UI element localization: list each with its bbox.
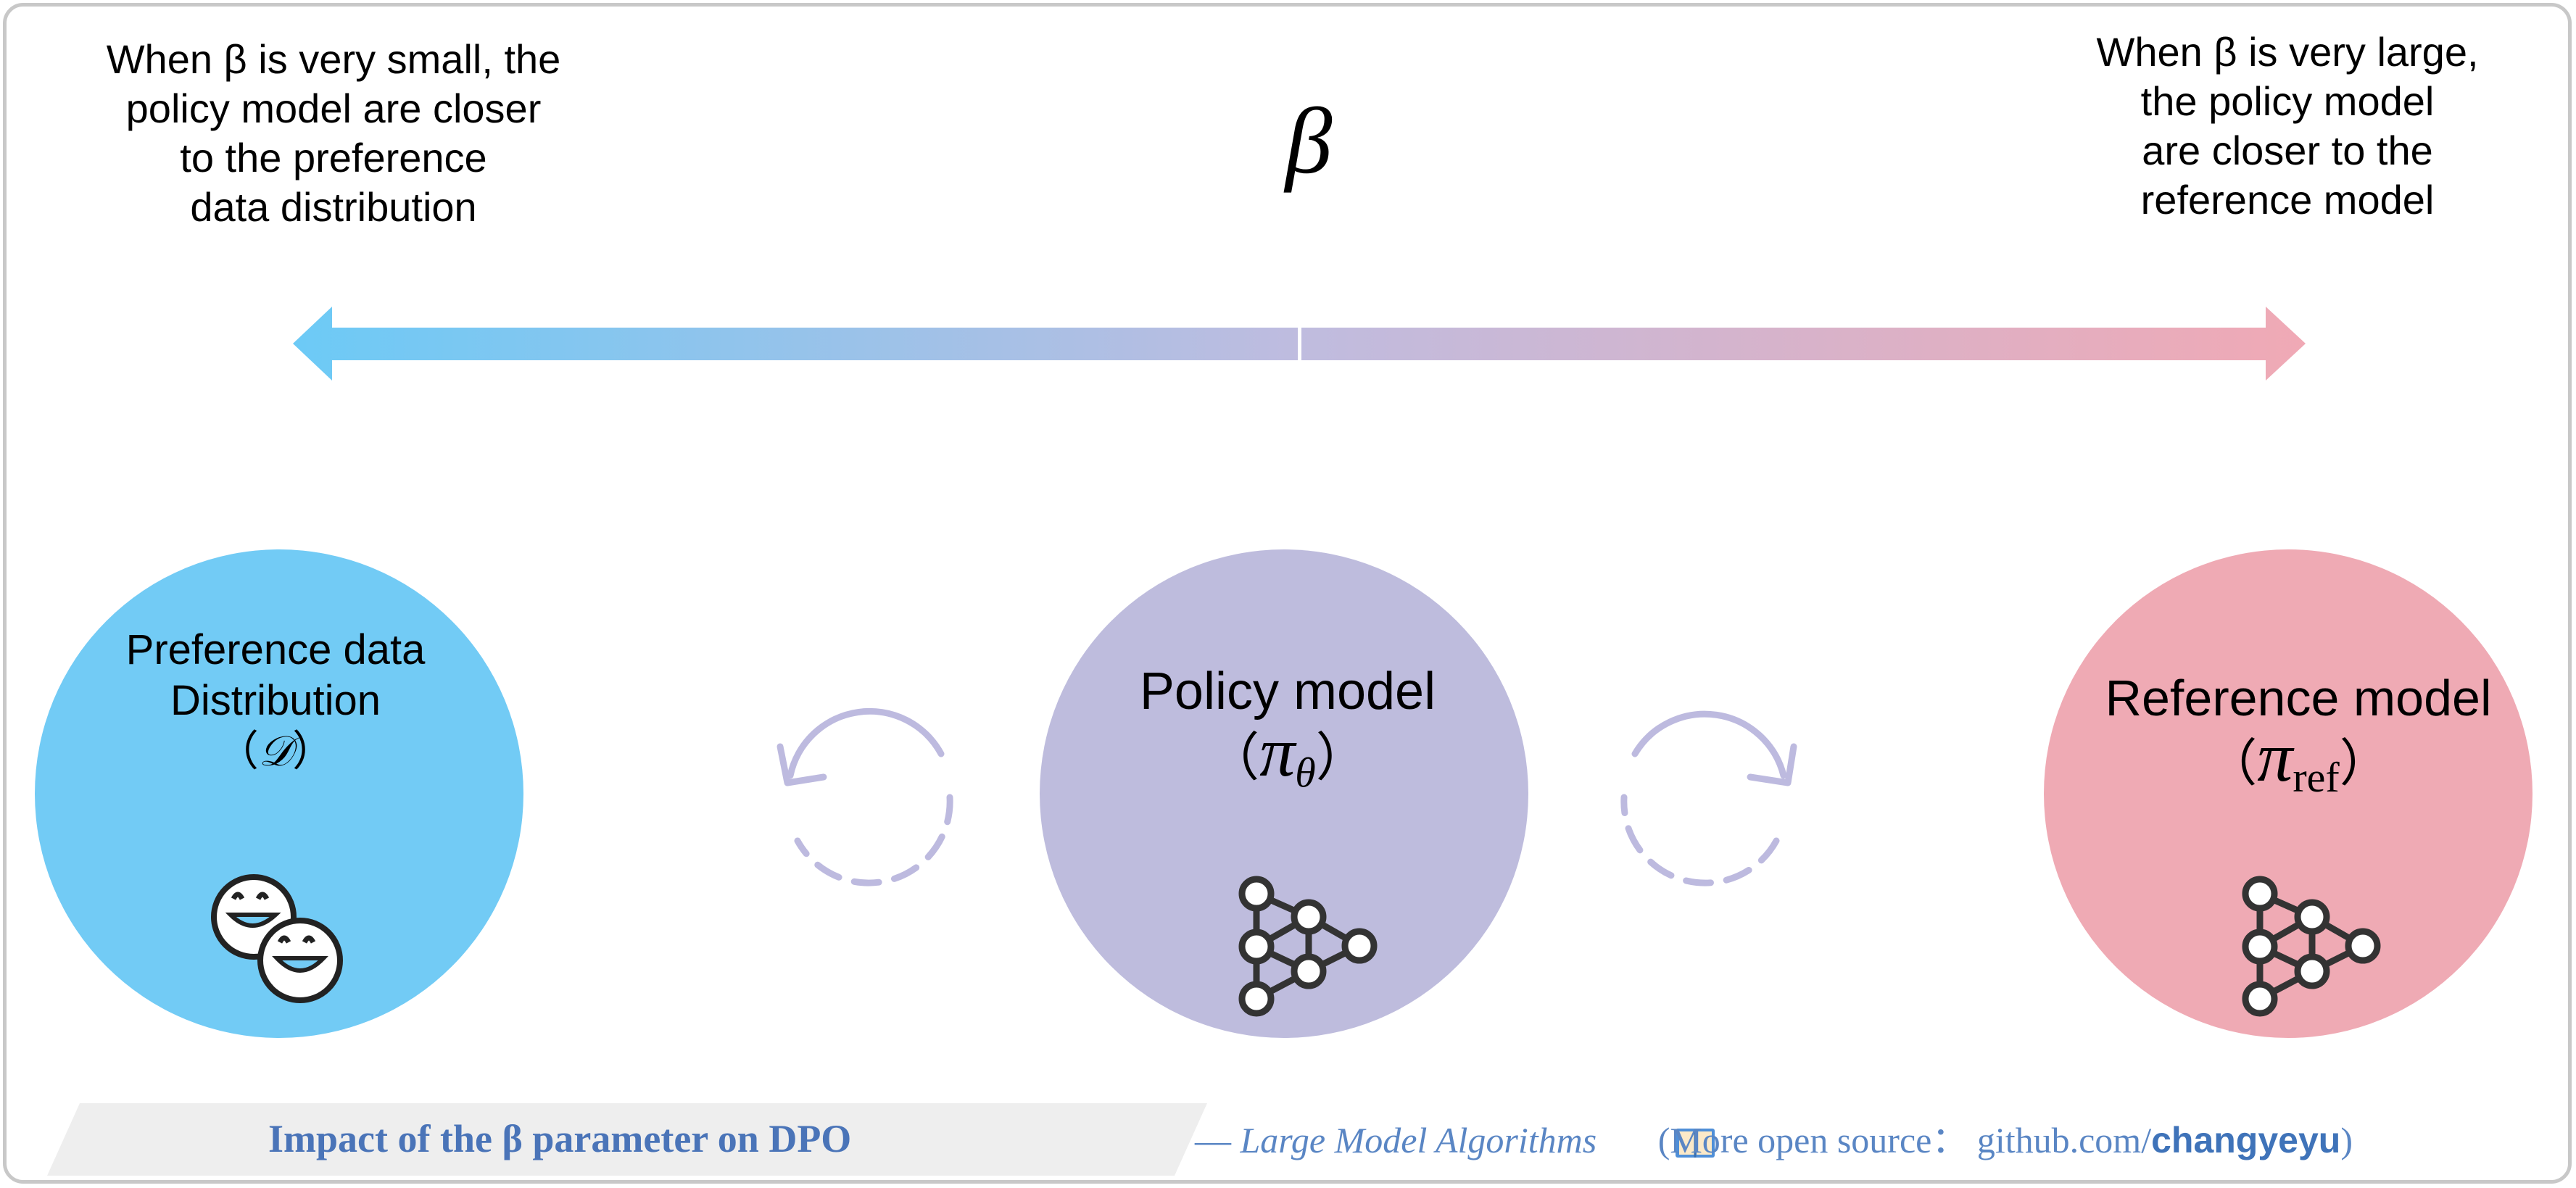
- preference-math: （𝒟）: [216, 728, 335, 775]
- book-icon: [1676, 1129, 1715, 1158]
- arrow-right-half: [1301, 307, 2306, 381]
- policy-circle: [1040, 549, 1528, 1038]
- reference-circle: [2044, 549, 2532, 1038]
- preference-symbol: 𝒟: [258, 728, 293, 775]
- large-beta-note: When β is very large, the policy model a…: [2001, 28, 2574, 225]
- credit-github-user[interactable]: changyeyu: [2151, 1120, 2341, 1160]
- reference-subscript: ref: [2293, 754, 2340, 801]
- credit-book-title: Large Model Algorithms: [1240, 1120, 1597, 1160]
- credit-close: ): [2340, 1120, 2353, 1160]
- preference-title: Preference data: [125, 626, 426, 673]
- large-beta-note-line: reference model: [2140, 177, 2435, 223]
- reference-title: Reference model: [2105, 670, 2492, 726]
- network-graph-icon: [1238, 876, 1378, 1017]
- preference-subtitle: Distribution: [170, 677, 381, 724]
- credit-line: — Large Model Algorithms (More open sour…: [1195, 1116, 2558, 1164]
- small-beta-note-line: to the preference: [180, 135, 487, 180]
- policy-title: Policy model: [1139, 662, 1436, 720]
- beta-scale-arrow: [293, 307, 2306, 381]
- caption-title: Impact of the β parameter on DPO: [268, 1117, 852, 1160]
- reference-symbol: π: [2257, 718, 2293, 797]
- large-beta-note-line: the policy model: [2140, 78, 2435, 124]
- large-beta-note-line: are closer to the: [2142, 128, 2433, 173]
- small-beta-note: When β is very small, the policy model a…: [44, 35, 624, 232]
- reference-label: Reference model （πref）: [2045, 668, 2552, 807]
- beta-symbol: β: [1285, 89, 1333, 194]
- reference-math: （πref）: [2206, 718, 2390, 801]
- cycle-arrow-icon: [776, 707, 953, 886]
- small-beta-note-line: When β is very small, the: [106, 36, 561, 82]
- policy-math: （πθ）: [1207, 713, 1368, 797]
- preference-label: Preference data Distribution （𝒟）: [36, 625, 515, 777]
- small-beta-note-line: data distribution: [190, 184, 477, 230]
- small-beta-note-line: policy model are closer: [125, 86, 542, 131]
- network-graph-icon: [2242, 876, 2381, 1017]
- emoji-faces-icon: [211, 874, 343, 1003]
- credit-dash: —: [1195, 1120, 1241, 1160]
- policy-label: Policy model （πθ）: [1041, 661, 1534, 803]
- policy-subscript: θ: [1295, 749, 1316, 797]
- large-beta-note-line: When β is very large,: [2096, 29, 2479, 75]
- cycle-arrow-icon: [1620, 710, 1797, 886]
- preference-circle: [35, 549, 523, 1038]
- caption-bar: [47, 1103, 1207, 1176]
- policy-symbol: π: [1259, 713, 1296, 792]
- arrow-left-half: [293, 307, 1298, 381]
- credit-open-source: (More open source： github.com/: [1649, 1120, 2152, 1160]
